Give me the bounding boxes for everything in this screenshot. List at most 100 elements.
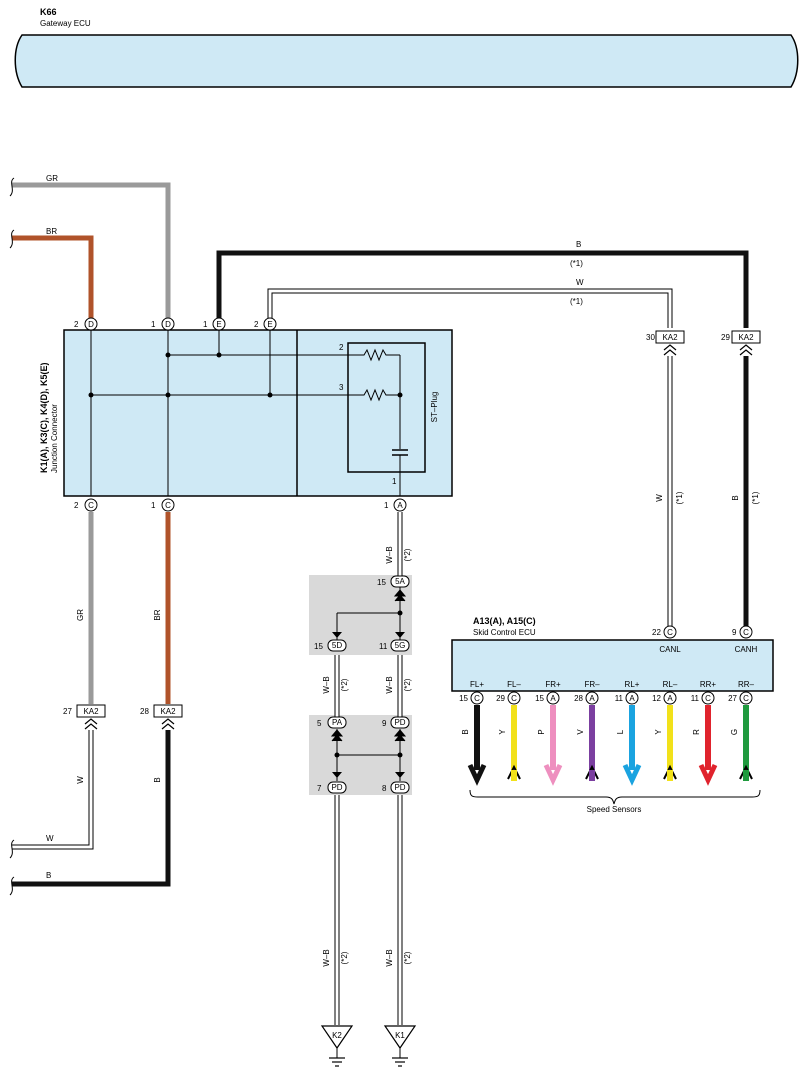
label-wb-1-note: (*2): [403, 548, 412, 561]
sensor-label-rl-minus: RL–: [663, 680, 678, 689]
sensor-pin-letter-fl-minus: C: [511, 694, 517, 703]
st-pin-3: 3: [339, 383, 344, 392]
skid-code: A13(A), A15(C): [473, 616, 536, 626]
pin-9-circle: [739, 625, 753, 639]
svg-text:K1: K1: [395, 1031, 405, 1040]
junction-dot-4: [165, 392, 171, 398]
label-wb-4: W–B: [322, 949, 331, 966]
sensor-pin-num-fr-minus: 28: [574, 694, 583, 703]
label-w-top-note: (*1): [570, 297, 583, 306]
sensor-pin-circle-rr-minus: [739, 691, 753, 705]
svg-text:5: 5: [317, 719, 322, 728]
sensor-arrow-fl-plus: [467, 763, 487, 786]
junction-dot-3: [88, 392, 94, 398]
sensor-pin-circle-rl-minus: [663, 691, 677, 705]
ka2-27-label: KA2: [83, 707, 99, 716]
label-w-right: W: [655, 494, 664, 502]
ka2-30-chevron: [663, 344, 677, 356]
sensor-arrow-rl-plus: [622, 763, 642, 786]
sensor-wire-label-fr-plus: P: [537, 729, 546, 734]
pin-9-num: 9: [732, 628, 737, 637]
sensor-pin-num-rr-plus: 11: [691, 694, 700, 703]
svg-text:K2: K2: [332, 1031, 342, 1040]
sensor-label-fr-minus: FR–: [584, 680, 600, 689]
sensor-arrow-rr-plus: [698, 763, 718, 786]
junction-code: K1(A), K3(C), K4(D), K5(E): [39, 362, 49, 473]
svg-text:PD: PD: [394, 783, 405, 792]
sensor-pin-letter-rr-minus: C: [743, 694, 749, 703]
label-w-bottom: W: [76, 776, 85, 784]
canh-label: CANH: [735, 645, 758, 654]
ka2-29-box: [731, 330, 761, 344]
sensor-pin-num-fr-plus: 15: [535, 694, 544, 703]
wire-b-top: [216, 250, 749, 328]
pin-c1-letter: C: [165, 501, 171, 510]
skid-control-ecu: A13(A), A15(C) Skid Control ECU 22 C 9 C…: [451, 616, 774, 692]
svg-text:8: 8: [382, 784, 387, 793]
label-w-top: W: [576, 278, 584, 287]
ka2-30-label: KA2: [662, 333, 678, 342]
st-pin-2: 2: [339, 343, 344, 352]
wire-break-b: [9, 876, 15, 896]
pin-d2-letter: D: [88, 320, 94, 329]
pin-c2-num: 2: [74, 501, 79, 510]
svg-text:PA: PA: [332, 718, 343, 727]
label-w-bottom-left: W: [46, 834, 54, 843]
left-lower-wires: GR BR 27 KA2 28 KA2 W W B B: [9, 512, 183, 896]
label-w-right-note: (*1): [675, 491, 684, 504]
st-dot: [397, 392, 403, 398]
label-br-left: BR: [153, 609, 162, 620]
sensor-wire-label-rl-plus: L: [616, 729, 625, 734]
st-plug-box: [347, 342, 426, 473]
gateway-ecu: K66 Gateway ECU: [14, 7, 799, 88]
sensor-pin-letter-fl-plus: C: [474, 694, 480, 703]
sensor-pin-num-rl-minus: 12: [652, 694, 661, 703]
sensor-wire-label-rr-minus: G: [730, 729, 739, 735]
splice-section: W–B (*2) W–B (*2) W–B (*2) W–B (*2) W–B …: [309, 512, 412, 1025]
junction-pins-bottom: 2 C 1 C 1 A: [74, 498, 407, 512]
pin-22-num: 22: [652, 628, 661, 637]
ka2-27-box: [76, 704, 106, 718]
st-plug-label: ST–Plug: [430, 392, 439, 423]
wire-w-bottom-outline: [12, 730, 94, 850]
junction-box: [63, 329, 453, 497]
speed-sensors-label: Speed Sensors: [587, 805, 642, 814]
wire-w-top: [268, 289, 672, 328]
pin-c1-circle: [161, 498, 175, 512]
ka2-29-chevron: [739, 344, 753, 356]
pin-a1-circle: [393, 498, 407, 512]
pin-c2-circle: [84, 498, 98, 512]
sensor-wire-label-fl-plus: B: [461, 729, 470, 734]
pin-e1-num: 1: [203, 320, 208, 329]
sensor-pin-num-fl-minus: 29: [496, 694, 505, 703]
sensor-pin-circle-rr-plus: [701, 691, 715, 705]
pin-d2-num: 2: [74, 320, 79, 329]
sensor-pin-circle-fr-plus: [546, 691, 560, 705]
pin-22-letter: C: [667, 628, 673, 637]
sensor-pin-circle-fl-plus: [470, 691, 484, 705]
label-gr-top: GR: [46, 174, 58, 183]
label-b-bottom: B: [153, 777, 162, 782]
sensor-wire-label-fl-minus: Y: [498, 729, 507, 735]
ka2-28-chevron: [161, 718, 175, 730]
sensor-pin-circle-rl-plus: [625, 691, 639, 705]
label-wb-2: W–B: [322, 676, 331, 693]
label-b-right: B: [731, 495, 740, 500]
sensor-pin-letter-fr-minus: A: [589, 694, 595, 703]
svg-text:11: 11: [379, 642, 388, 651]
resistor-2: [360, 388, 400, 402]
svg-text:5G: 5G: [395, 641, 406, 650]
sensor-wire-label-rr-plus: R: [692, 729, 701, 735]
resistor-1: [360, 348, 400, 362]
label-b-right-note: (*1): [751, 491, 760, 504]
ka2-27-chevron: [84, 718, 98, 730]
wire-w-top-outline: [267, 288, 673, 328]
pin-e1-letter: E: [216, 320, 221, 329]
junction-connector: ST–Plug 2 3 1 K1(A), K3(C), K4(D), K5(E)…: [39, 329, 453, 497]
label-wb-3-note: (*2): [403, 678, 412, 691]
junction-dot-5: [267, 392, 273, 398]
sensor-pin-num-fl-plus: 15: [459, 694, 468, 703]
pin-d1-circle: [161, 317, 175, 331]
pin-e2-letter: E: [267, 320, 272, 329]
